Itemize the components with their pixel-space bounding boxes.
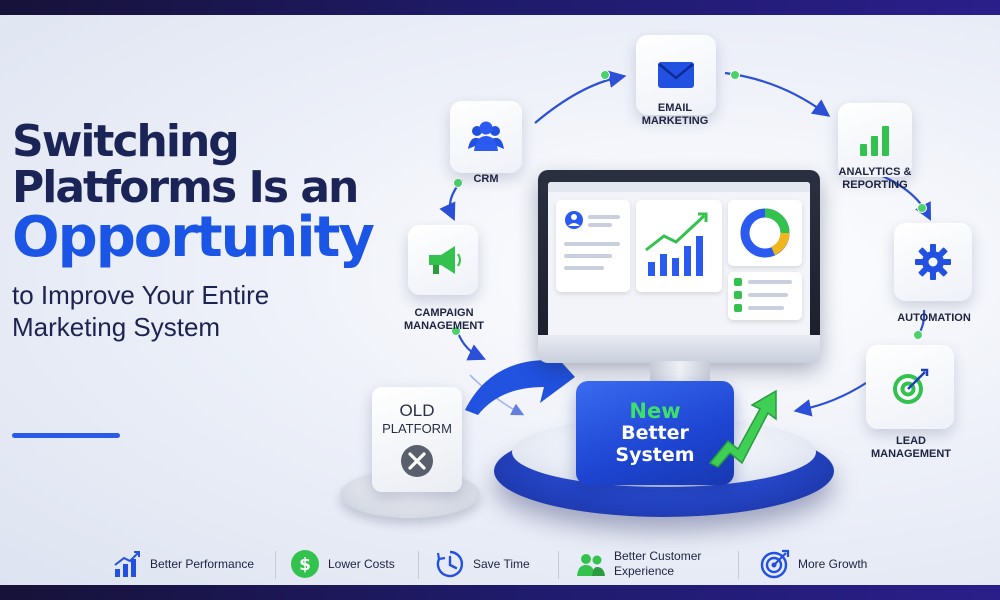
benefit-customer-experience: Better Customer Experience: [576, 543, 701, 585]
customers-icon: [577, 554, 605, 576]
users-icon: [468, 121, 504, 151]
headline-opportunity: Opportunity: [12, 205, 375, 270]
benefit-more-growth: More Growth: [760, 543, 867, 585]
dashboard-screen: [548, 182, 810, 348]
new-system-line-3: System: [615, 444, 695, 467]
donut-chart-icon: [740, 208, 790, 258]
benefit-lower-costs: $ Lower Costs: [290, 543, 395, 585]
clock-icon: [436, 550, 464, 578]
target-icon: [893, 368, 929, 404]
divider: [418, 551, 419, 579]
donut-chart-card: [728, 200, 802, 266]
growth-chart-icon: [645, 212, 708, 276]
rising-bars-icon: [114, 551, 140, 577]
svg-text:$: $: [299, 555, 311, 575]
new-system-line-1: New: [629, 399, 681, 424]
benefit-label: Better Customer Experience: [614, 549, 702, 578]
benefit-save-time: Save Time: [435, 543, 530, 585]
bar-chart-icon: [860, 126, 889, 156]
checklist-icon: [734, 278, 792, 312]
headline-block: Switching Platforms Is an Opportunity to…: [12, 120, 412, 343]
target-icon: [760, 549, 790, 579]
growth-arrow-icon: [708, 389, 777, 468]
screen-topbar: [548, 182, 810, 192]
bottom-border: [0, 585, 1000, 600]
profile-card: [556, 200, 630, 292]
tile-analytics-label: Analytics & Reporting: [838, 166, 912, 192]
benefit-label: Better Performance: [150, 556, 255, 571]
tile-analytics-reporting: [838, 103, 912, 177]
tile-lead-label: Lead Management: [870, 435, 952, 461]
tile-campaign-management: [408, 225, 478, 295]
divider: [558, 551, 559, 579]
tile-email-label: Email Marketing: [641, 102, 709, 128]
dollar-icon: $: [291, 550, 319, 578]
headline-line-1: Switching: [12, 116, 240, 167]
headline-line-2: Platforms Is an: [12, 162, 359, 213]
checklist-card: [728, 272, 802, 320]
subheadline: to Improve Your Entire Marketing System: [12, 280, 412, 343]
new-system-line-2: Better: [621, 422, 689, 445]
megaphone-icon: [429, 246, 461, 274]
tile-email-marketing: [636, 35, 716, 115]
old-platform-label: Old Platform: [382, 401, 452, 437]
tile-automation-label: Automation: [897, 312, 971, 324]
benefit-label: Save Time: [473, 556, 530, 571]
x-circle-icon: [401, 445, 433, 477]
profile-card-graphic: [564, 211, 620, 270]
tile-campaign-label: Campaign Management: [403, 307, 485, 333]
top-border: [0, 0, 1000, 15]
envelope-icon: [658, 62, 694, 88]
gear-icon: [915, 244, 951, 280]
growth-chart-card: [636, 200, 722, 292]
benefit-label: Lower Costs: [328, 556, 395, 571]
divider: [738, 551, 739, 579]
monitor-chin: [538, 335, 820, 363]
monitor: [538, 170, 820, 360]
new-better-system-box: New Better System: [576, 381, 734, 485]
subheadline-line-2: Marketing System: [12, 311, 221, 342]
tile-automation: [894, 223, 972, 301]
accent-underline: [12, 433, 120, 438]
tile-crm-label: CRM: [473, 173, 499, 185]
tile-crm: [450, 101, 522, 173]
old-platform-box: Old Platform: [372, 387, 462, 492]
divider: [275, 551, 276, 579]
benefit-label: More Growth: [798, 556, 868, 571]
benefits-footer: Better Performance $ Lower Costs Save Ti…: [0, 543, 1000, 585]
tile-lead-management: [866, 345, 954, 429]
benefit-better-performance: Better Performance: [112, 543, 254, 585]
subheadline-line-1: to Improve Your Entire: [12, 280, 270, 310]
hero-banner: Switching Platforms Is an Opportunity to…: [0, 15, 1000, 585]
